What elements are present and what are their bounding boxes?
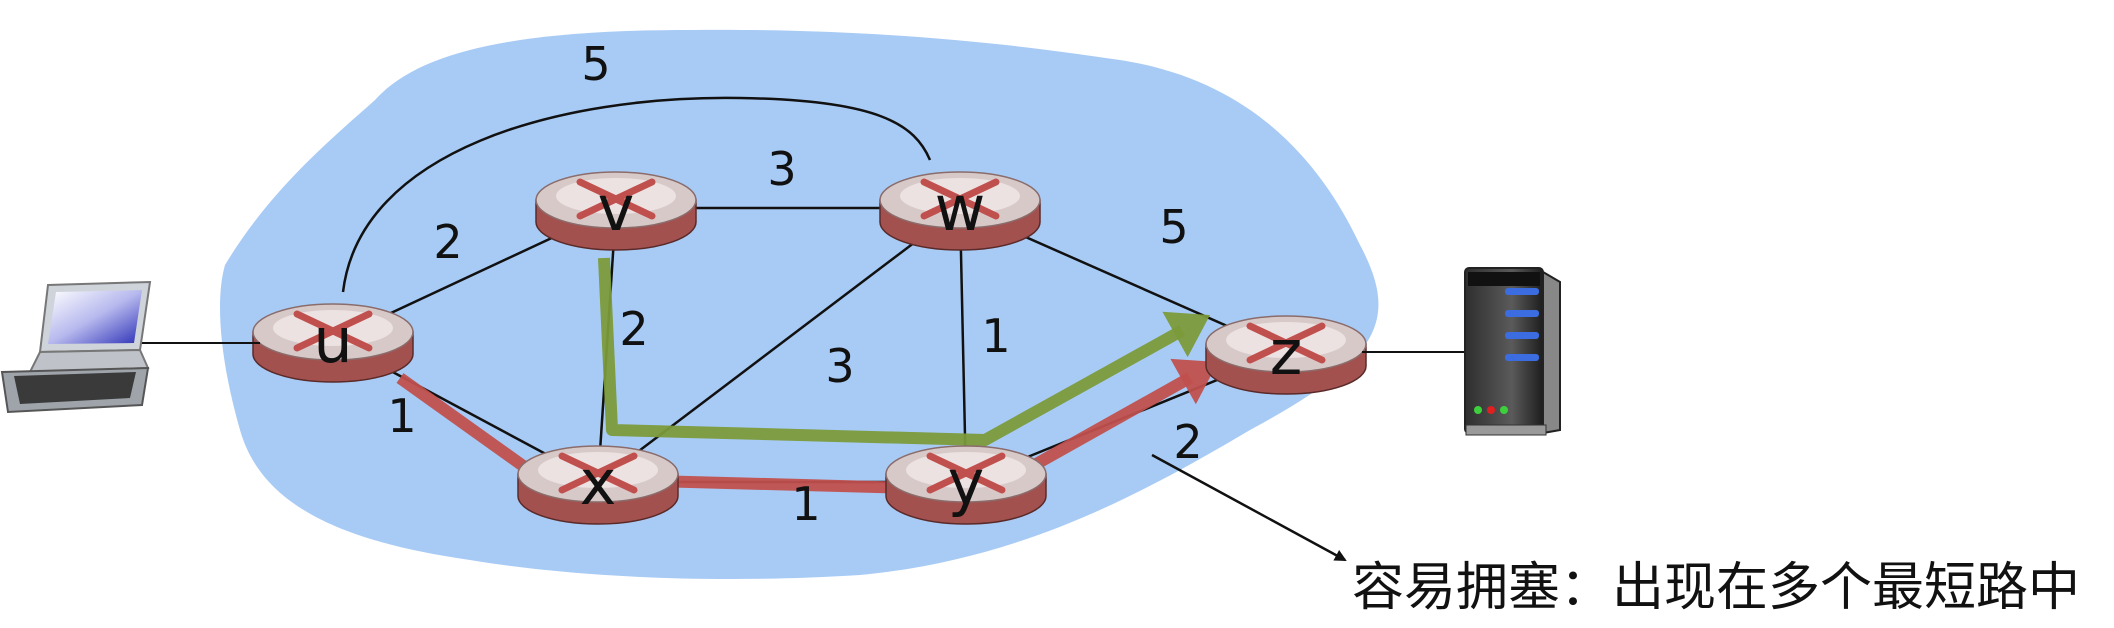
- edge-cost-u-v: 2: [433, 215, 462, 269]
- edge-cost-v-x: 2: [619, 302, 648, 356]
- router-label-y: y: [948, 446, 985, 519]
- edge-cost-u-x: 1: [387, 389, 416, 443]
- router-u: u: [252, 303, 414, 383]
- router-arrows-icon: [576, 178, 656, 220]
- router-arrows-icon: [926, 452, 1006, 494]
- edge-cost-y-z: 2: [1173, 415, 1202, 469]
- annotation-arrow: [1151, 453, 1347, 562]
- edge-cost-x-y: 1: [791, 477, 820, 531]
- annotation-text: 容易拥塞：出现在多个最短路中: [1352, 558, 2080, 618]
- edge-cost-w-y: 1: [981, 309, 1010, 363]
- router-label-x: x: [580, 446, 617, 519]
- laptop-icon: [0, 280, 260, 414]
- router-x: x: [517, 445, 679, 525]
- shortest-path-arrowhead-vxyz: [1162, 311, 1210, 358]
- router-label-u: u: [313, 304, 352, 377]
- router-arrows-icon: [558, 452, 638, 494]
- router-label-z: z: [1270, 316, 1303, 389]
- server-icon: [1362, 267, 1561, 436]
- link-u-w: [341, 96, 932, 293]
- router-z: z: [1205, 315, 1367, 395]
- router-v: v: [535, 171, 697, 251]
- router-arrows-icon: [920, 178, 1000, 220]
- edge-cost-w-x: 3: [825, 339, 854, 393]
- router-w: w: [879, 171, 1041, 251]
- network-cloud: [220, 29, 1379, 580]
- edge-cost-labels: 5 2 1 3 2 3 1 5 1 2: [387, 37, 1202, 531]
- shortest-path-uxyz: [396, 372, 1194, 496]
- router-arrows-icon: [1246, 322, 1326, 364]
- router-label-v: v: [598, 172, 635, 245]
- edge-cost-u-w: 5: [581, 37, 610, 91]
- shortest-path-vxyz: [598, 257, 1185, 446]
- router-arrows-icon: [293, 310, 373, 352]
- edge-cost-v-w: 3: [767, 142, 796, 196]
- routers: u v w x y z: [252, 171, 1367, 525]
- router-y: y: [885, 445, 1047, 525]
- router-label-w: w: [935, 172, 986, 245]
- edge-cost-w-z: 5: [1159, 200, 1188, 254]
- shortest-paths: [396, 257, 1218, 496]
